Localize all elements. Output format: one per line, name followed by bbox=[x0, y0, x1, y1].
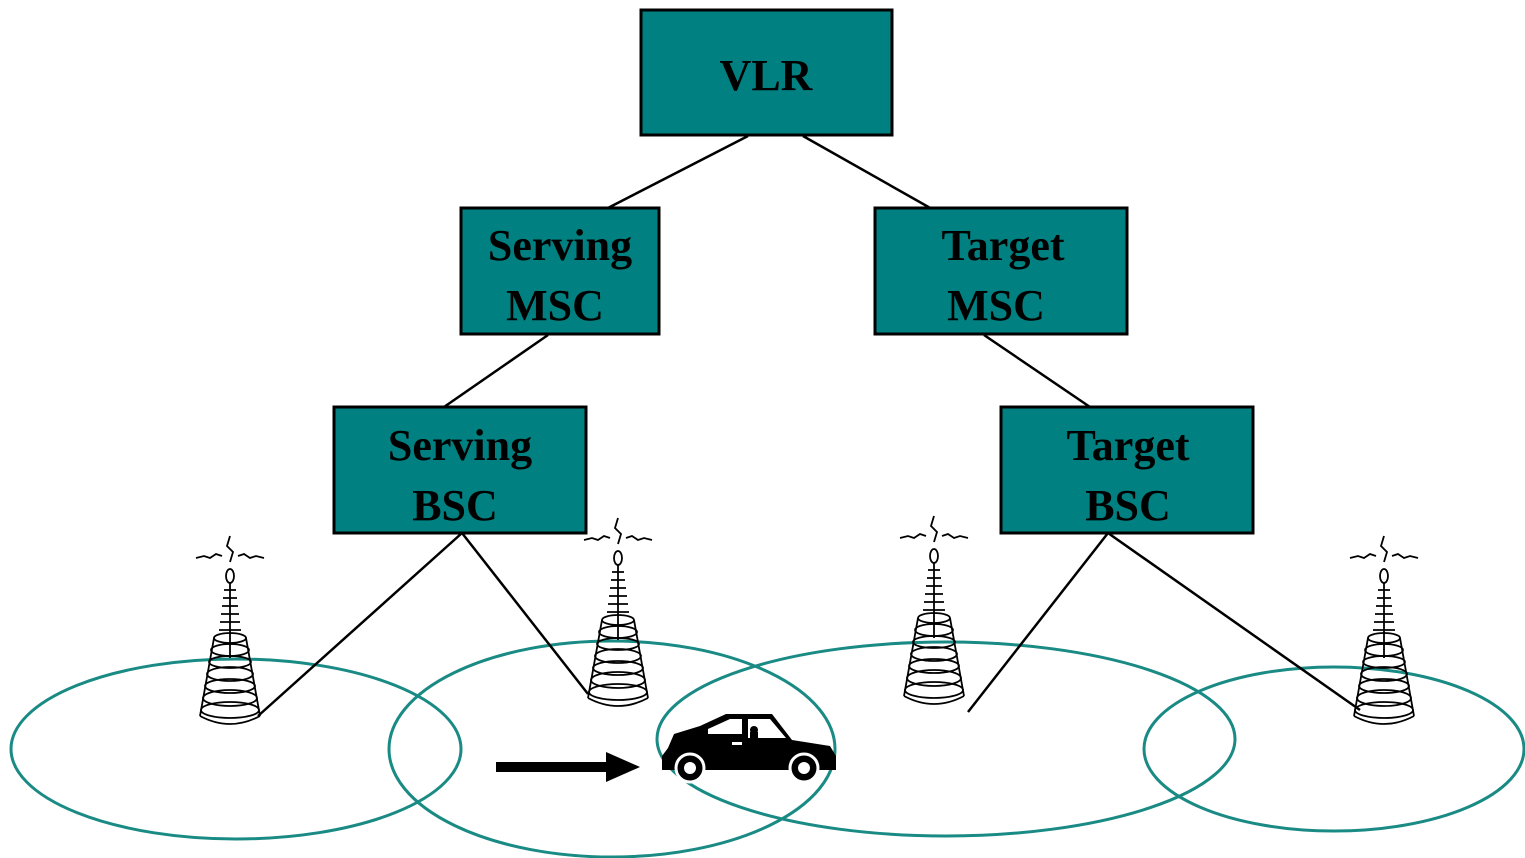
node-target-msc-line1: Target bbox=[941, 221, 1064, 270]
link-vlr-target-msc bbox=[802, 134, 933, 211]
link-serving-bsc-tower-1 bbox=[257, 532, 463, 717]
node-serving-msc-line2: MSC bbox=[506, 281, 604, 330]
link-target-bsc-tower-3 bbox=[967, 532, 1109, 713]
car-icon bbox=[662, 714, 836, 784]
coverage-cell-4 bbox=[1142, 665, 1525, 833]
node-target-msc-line2: MSC bbox=[947, 281, 1045, 330]
node-target-bsc-line2: BSC bbox=[1085, 481, 1171, 530]
coverage-cell-2 bbox=[387, 639, 837, 858]
node-target-msc: Target MSC bbox=[873, 206, 1129, 336]
link-serving-msc-serving-bsc bbox=[443, 333, 549, 409]
node-target-bsc-line1: Target bbox=[1066, 421, 1189, 470]
node-serving-bsc-line2: BSC bbox=[412, 481, 498, 530]
link-target-msc-target-bsc bbox=[983, 333, 1091, 409]
arrow-right-icon bbox=[496, 752, 640, 782]
node-serving-msc-line1: Serving bbox=[488, 221, 632, 270]
cell-tower-icon bbox=[1349, 535, 1419, 725]
node-serving-bsc-line1: Serving bbox=[388, 421, 532, 470]
link-vlr-serving-msc bbox=[605, 134, 749, 211]
coverage-cell-1 bbox=[9, 657, 463, 841]
node-serving-bsc: Serving BSC bbox=[332, 405, 588, 535]
link-target-bsc-tower-4 bbox=[1107, 531, 1361, 712]
coverage-cell-3 bbox=[655, 640, 1237, 838]
node-vlr-label: VLR bbox=[720, 51, 814, 100]
node-serving-msc: Serving MSC bbox=[459, 206, 661, 336]
cell-tower-icon bbox=[583, 517, 653, 707]
node-target-bsc: Target BSC bbox=[999, 405, 1255, 535]
cell-tower-icon bbox=[899, 515, 969, 705]
cell-tower-icon bbox=[195, 535, 265, 725]
node-vlr: VLR bbox=[639, 8, 894, 137]
link-serving-bsc-tower-2 bbox=[461, 532, 589, 695]
